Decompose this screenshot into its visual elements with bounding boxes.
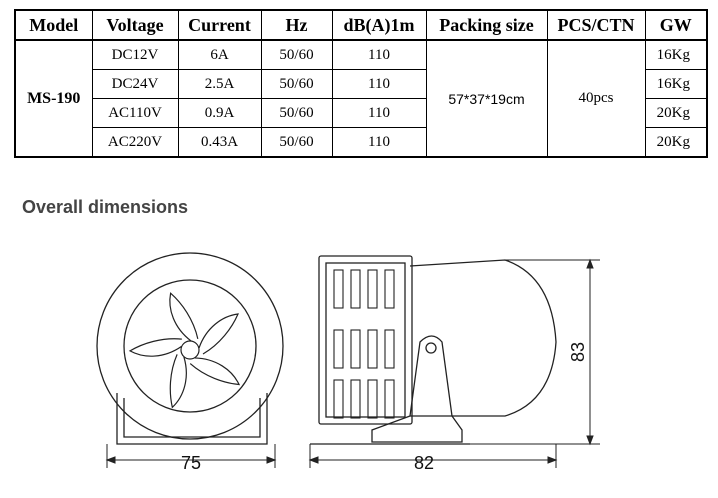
current-cell: 2.5A: [177, 69, 262, 99]
header-current: Current: [177, 9, 262, 41]
dimension-drawing: 75 82 83: [96, 252, 600, 473]
model-cell: MS-190: [14, 39, 93, 158]
header-model: Model: [14, 9, 93, 41]
hz-cell: 50/60: [260, 39, 333, 70]
header-packing-size: Packing size: [425, 9, 548, 41]
gw-cell: 16Kg: [644, 69, 708, 99]
header-hz: Hz: [260, 9, 333, 41]
side-housing-box: [318, 255, 413, 425]
voltage-cell: AC220V: [91, 127, 179, 158]
voltage-cell: AC110V: [91, 98, 179, 128]
side-housing-inner: [325, 262, 406, 418]
header-gw: GW: [644, 9, 708, 41]
current-cell: 0.43A: [177, 127, 262, 158]
front-housing-outline: [96, 252, 284, 440]
voltage-cell: DC12V: [91, 39, 179, 70]
hz-cell: 50/60: [260, 127, 333, 158]
table-row: AC110V 0.9A 50/60 110 20Kg: [15, 98, 708, 128]
front-grille-ring: [123, 279, 257, 413]
side-bracket-hole: [425, 342, 437, 354]
db-cell: 110: [331, 39, 427, 70]
gw-cell: 16Kg: [644, 39, 708, 70]
current-cell: 6A: [177, 39, 262, 70]
side-body-outline: [409, 259, 557, 417]
table-row: MS-190 DC12V 6A 50/60 110 57*37*19cm 40p…: [14, 39, 708, 158]
header-pcs-ctn: PCS/CTN: [546, 9, 646, 41]
packing-size-cell: 57*37*19cm: [425, 39, 548, 158]
db-cell: 110: [331, 69, 427, 99]
front-view: [96, 252, 284, 445]
fan-icon: [129, 292, 240, 408]
front-base-inner: [123, 398, 261, 438]
section-title: Overall dimensions: [22, 197, 189, 217]
hz-cell: 50/60: [260, 69, 333, 99]
header-voltage: Voltage: [91, 9, 179, 41]
height-label: 83: [568, 342, 588, 362]
db-cell: 110: [331, 127, 427, 158]
db-cell: 110: [331, 98, 427, 128]
gw-cell: 20Kg: [644, 98, 708, 128]
side-bracket: [371, 335, 463, 443]
pcs-ctn-cell: 40pcs: [546, 39, 646, 158]
side-vent-slots: [333, 269, 395, 419]
header-db: dB(A)1m: [331, 9, 427, 41]
front-base-outer: [116, 393, 268, 445]
gw-cell: 20Kg: [644, 127, 708, 158]
side-view: [310, 255, 557, 445]
current-cell: 0.9A: [177, 98, 262, 128]
spec-table: Model Voltage Current Hz dB(A)1m Packing…: [14, 9, 708, 158]
dimension-lines: [105, 258, 600, 468]
voltage-cell: DC24V: [91, 69, 179, 99]
front-width-label: 75: [181, 453, 201, 473]
side-width-label: 82: [414, 453, 434, 473]
hz-cell: 50/60: [260, 98, 333, 128]
table-header-row: Model Voltage Current Hz dB(A)1m Packing…: [14, 9, 708, 41]
table-row: DC24V 2.5A 50/60 110 16Kg: [15, 69, 708, 99]
table-row: AC220V 0.43A 50/60 110 20Kg: [15, 127, 708, 158]
